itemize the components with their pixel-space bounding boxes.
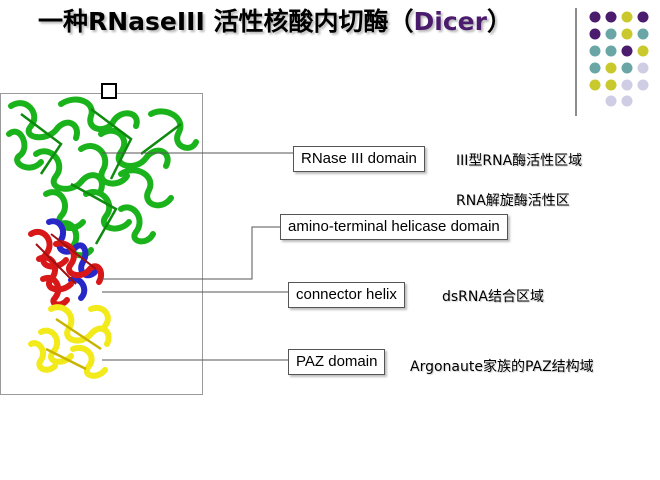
connector-helix-label: connector helix <box>288 282 405 308</box>
dot <box>605 95 617 107</box>
paz-strands <box>45 317 102 371</box>
helicase-domain-label: amino-terminal helicase domain <box>280 214 508 240</box>
protein-structure-panel <box>0 93 203 395</box>
slide-title: 一种RNaseIII 活性核酸内切酶（Dicer） <box>38 2 512 38</box>
paz-description: Argonaute家族的PAZ结构域 <box>410 359 594 375</box>
dot <box>637 62 649 74</box>
dot <box>605 11 617 23</box>
highlight-square-marker <box>101 83 117 99</box>
dicer-protein-illustration <box>6 96 199 379</box>
title-accent-text: Dicer <box>413 7 487 36</box>
title-end-text: ） <box>486 7 512 36</box>
dot <box>621 79 633 91</box>
dot <box>621 95 633 107</box>
helicase-description: RNA解旋酶活性区 <box>456 193 570 209</box>
dot <box>589 62 601 74</box>
paz-region <box>28 304 112 379</box>
dot <box>621 11 633 23</box>
dot <box>621 62 633 74</box>
dot <box>605 79 617 91</box>
paz-domain-label: PAZ domain <box>288 349 386 375</box>
rnase-iii-domain-label: RNase III domain <box>293 146 425 172</box>
dot <box>637 28 649 40</box>
dot <box>621 28 633 40</box>
helicase-region <box>46 218 98 301</box>
dot <box>605 62 617 74</box>
dsrna-binding-description: dsRNA结合区域 <box>442 289 544 305</box>
connector-region <box>28 229 105 308</box>
dot <box>637 79 649 91</box>
dot <box>621 45 633 57</box>
rnase-iii-description: III型RNA酶活性区域 <box>456 153 583 169</box>
dot <box>589 28 601 40</box>
header-divider <box>575 8 577 116</box>
dot <box>589 45 601 57</box>
dot <box>605 28 617 40</box>
dot <box>589 79 601 91</box>
title-main-text: 一种RNaseIII 活性核酸内切酶（ <box>38 7 414 36</box>
dot <box>637 11 649 23</box>
connector-strands <box>35 233 97 285</box>
dot <box>589 11 601 23</box>
dot <box>605 45 617 57</box>
dot <box>637 45 649 57</box>
